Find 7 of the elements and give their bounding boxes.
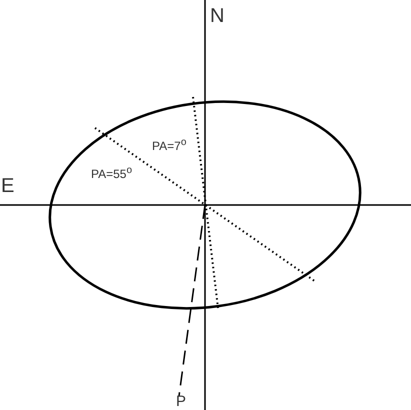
point-label: P xyxy=(176,394,186,409)
dashed-line xyxy=(178,204,206,396)
angle-label: PA=55$^{o}$ xyxy=(91,166,132,180)
east-label: E xyxy=(1,176,14,196)
north-label: N xyxy=(210,6,224,26)
angle-label: PA=7$^{o}$ xyxy=(152,138,186,152)
ellipse xyxy=(48,100,362,310)
